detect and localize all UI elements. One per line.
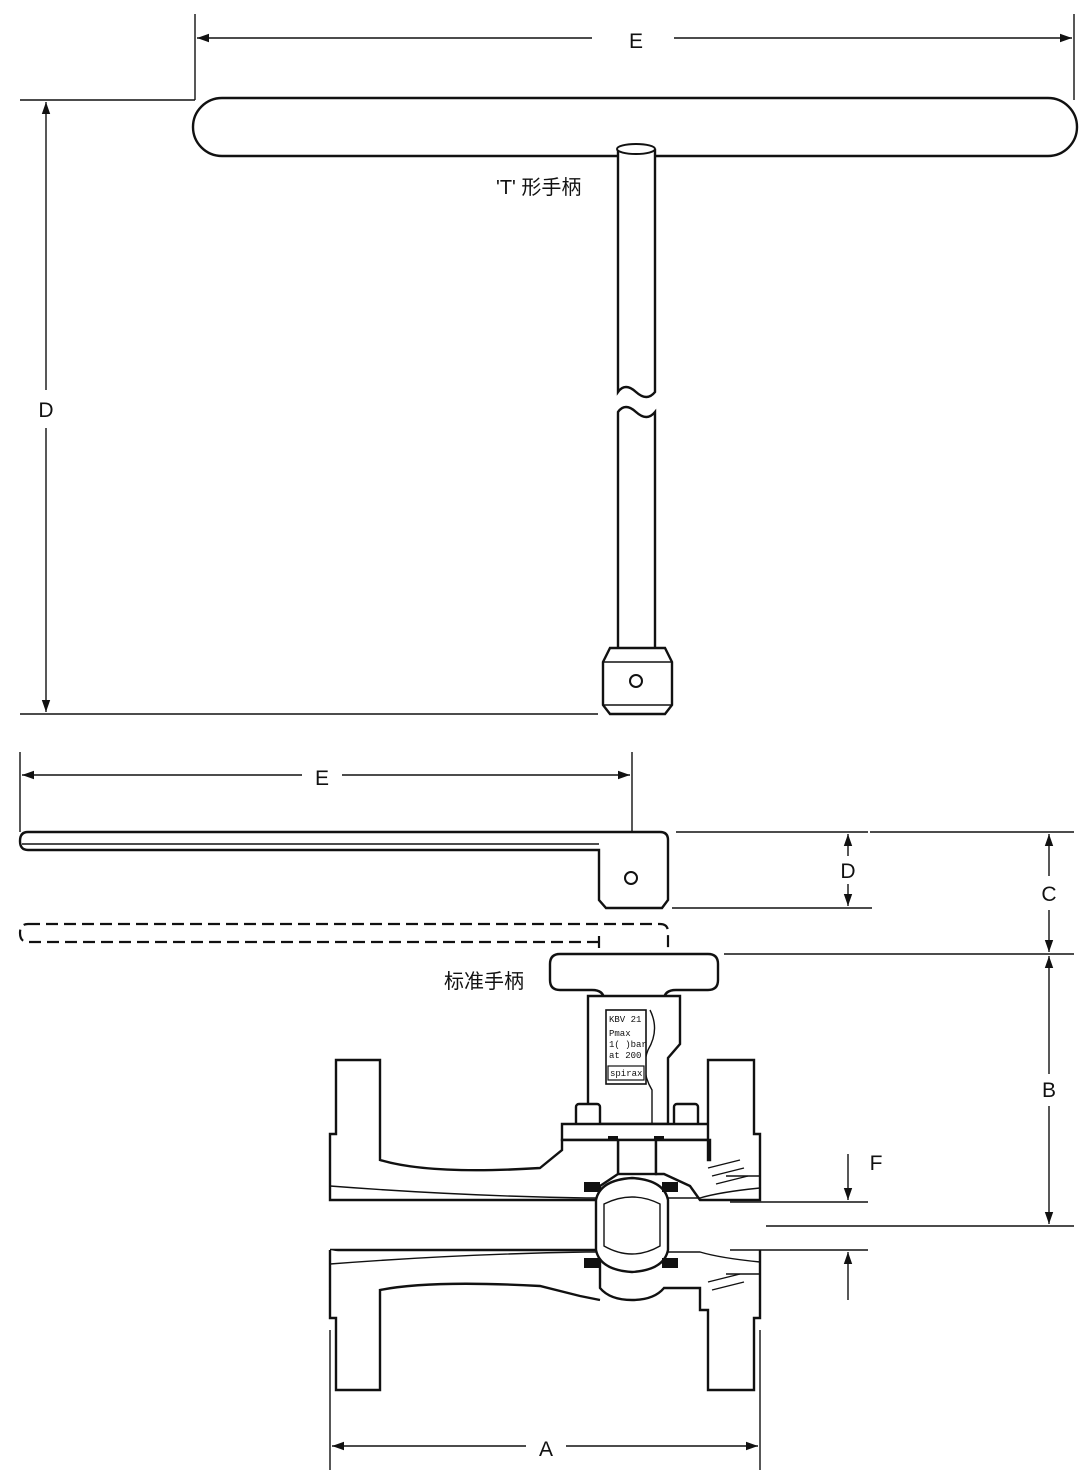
nameplate-line-5: spirax (610, 1069, 642, 1079)
dim-label-d-lever: D (840, 860, 855, 883)
dimension-b: B (766, 956, 1074, 1227)
dimension-e-top: E (197, 30, 1072, 53)
dim-label-d-top: D (38, 399, 53, 422)
dimension-d-top: D (38, 102, 54, 712)
dim-label-e-lever: E (315, 767, 329, 790)
dimension-a: A (329, 1330, 761, 1470)
valve-body-drawing: KBV 21 Pmax 1( )bar at 200 spirax (328, 952, 762, 1392)
label-standard-handle: 标准手柄 (444, 970, 524, 993)
nameplate-line-4: at 200 (609, 1051, 641, 1061)
nameplate-line-2: Pmax (609, 1029, 631, 1039)
dim-label-f: F (870, 1152, 883, 1175)
dimension-e-lever: E (22, 767, 630, 790)
nameplate-line-1: KBV 21 (609, 1015, 641, 1025)
t-handle-drawing (20, 14, 1079, 716)
dimension-d-lever: D (672, 831, 872, 909)
label-t-handle: 'T' 形手柄 (496, 176, 581, 199)
dim-label-e-top: E (629, 30, 643, 53)
nameplate-line-3: 1( )bar (609, 1040, 647, 1050)
dimension-f: F (730, 1152, 882, 1300)
dim-label-a: A (539, 1438, 553, 1461)
lever-handle-drawing (18, 752, 670, 952)
dim-label-c: C (1041, 883, 1056, 906)
dimension-c: C (724, 831, 1074, 955)
dim-label-b: B (1042, 1079, 1056, 1102)
